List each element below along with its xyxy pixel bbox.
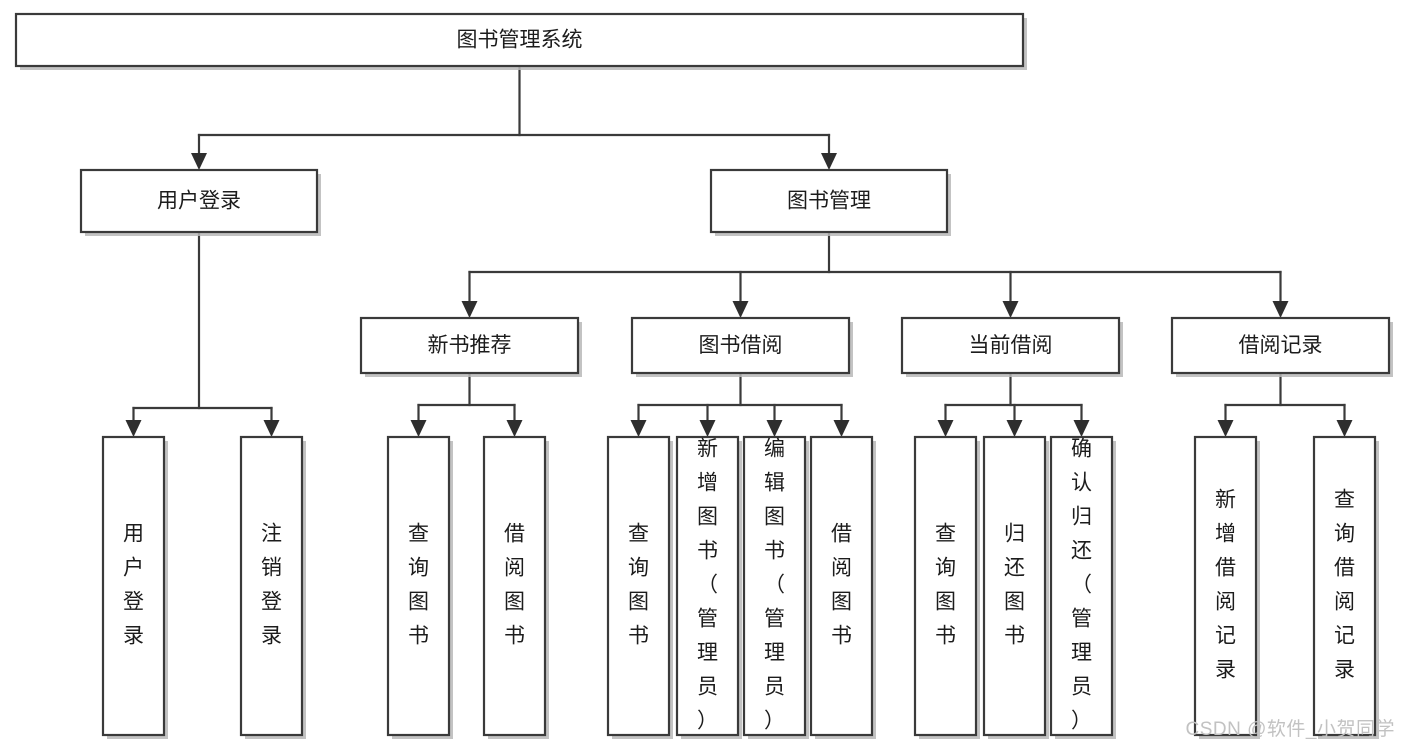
node-leaf-confirm-return[interactable]: 确认归还（管理员） [1049, 435, 1116, 739]
node-book-borrow[interactable]: 图书借阅 [630, 316, 853, 377]
node-rect[interactable] [1193, 435, 1258, 737]
node-label: 借阅记录 [1239, 334, 1323, 357]
node-rect[interactable] [101, 435, 166, 737]
node-leaf-add-book[interactable]: 新增图书（管理员） [675, 435, 742, 739]
node-new-book-recommend[interactable]: 新书推荐 [359, 316, 582, 377]
node-leaf-return-book[interactable]: 归还图书 [982, 435, 1049, 739]
node-rect[interactable] [606, 435, 671, 737]
node-leaf-add-record[interactable]: 新增借阅记录 [1193, 435, 1260, 739]
edge-group-borrow-record [1217, 371, 1353, 437]
node-user-login[interactable]: 用户登录 [79, 168, 321, 236]
edge-group-user-login [125, 230, 280, 437]
node-leaf-query-book-3[interactable]: 查询图书 [913, 435, 980, 739]
node-leaf-borrow-book-2[interactable]: 借阅图书 [809, 435, 876, 739]
node-borrow-record[interactable]: 借阅记录 [1170, 316, 1393, 377]
node-rect[interactable] [900, 316, 1121, 375]
node-label: 当前借阅 [969, 334, 1053, 357]
node-leaf-query-record[interactable]: 查询借阅记录 [1312, 435, 1379, 739]
node-label: 归还图书 [1004, 523, 1025, 648]
node-rect[interactable] [982, 435, 1047, 737]
node-leaf-query-book-1[interactable]: 查询图书 [386, 435, 453, 739]
node-label: 图书借阅 [699, 334, 783, 357]
node-label: 新增图书（管理员） [697, 438, 718, 733]
node-rect[interactable] [742, 435, 807, 737]
node-rect[interactable] [79, 168, 319, 234]
node-leaf-logout[interactable]: 注销登录 [239, 435, 306, 739]
node-rect[interactable] [239, 435, 304, 737]
node-rect[interactable] [386, 435, 451, 737]
node-label: 新书推荐 [428, 334, 512, 357]
node-rect[interactable] [1049, 435, 1114, 737]
edge-group-current-borrow [937, 371, 1090, 437]
node-label: 用户登录 [157, 190, 241, 213]
edge-group-new-book-recommend [410, 371, 523, 437]
node-label: 查询借阅记录 [1334, 489, 1355, 682]
node-leaf-query-book-2[interactable]: 查询图书 [606, 435, 673, 739]
node-rect[interactable] [630, 316, 851, 375]
edge-group-book-manage [461, 230, 1289, 318]
node-rect[interactable] [1170, 316, 1391, 375]
node-label: 查询图书 [408, 523, 429, 648]
edge-group-book-borrow [630, 371, 850, 437]
node-label: 借阅图书 [504, 523, 525, 648]
node-book-manage[interactable]: 图书管理 [709, 168, 951, 236]
node-leaf-borrow-book-1[interactable]: 借阅图书 [482, 435, 549, 739]
node-rect[interactable] [1312, 435, 1377, 737]
node-label: 查询图书 [628, 523, 649, 648]
node-label: 查询图书 [935, 523, 956, 648]
node-root[interactable]: 图书管理系统 [14, 12, 1027, 70]
node-label: 确认归还（管理员） [1071, 438, 1092, 733]
node-label: 图书管理系统 [457, 29, 583, 52]
edges-layer [125, 64, 1353, 437]
node-rect[interactable] [359, 316, 580, 375]
node-label: 新增借阅记录 [1215, 489, 1236, 682]
node-rect[interactable] [913, 435, 978, 737]
edge-group-root [191, 64, 837, 170]
node-leaf-user-login[interactable]: 用户登录 [101, 435, 168, 739]
node-label: 借阅图书 [831, 523, 852, 648]
node-rect[interactable] [675, 435, 740, 737]
node-rect[interactable] [14, 12, 1025, 68]
node-current-borrow[interactable]: 当前借阅 [900, 316, 1123, 377]
node-rect[interactable] [809, 435, 874, 737]
node-label: 注销登录 [261, 523, 282, 648]
node-rect[interactable] [482, 435, 547, 737]
nodes-layer: 图书管理系统用户登录图书管理新书推荐图书借阅当前借阅借阅记录用户登录注销登录查询… [14, 12, 1393, 739]
node-label: 编辑图书（管理员） [764, 438, 785, 733]
node-rect[interactable] [709, 168, 949, 234]
node-label: 用户登录 [123, 523, 144, 648]
node-label: 图书管理 [787, 190, 871, 213]
node-leaf-edit-book[interactable]: 编辑图书（管理员） [742, 435, 809, 739]
